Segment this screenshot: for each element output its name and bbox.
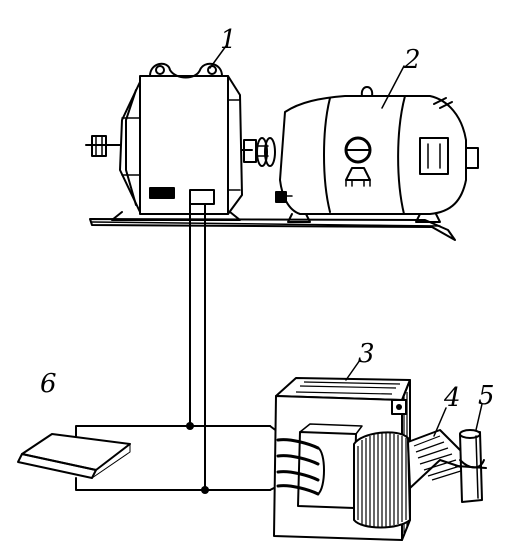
base-plate	[89, 218, 456, 241]
label-bus-bar: 4	[443, 383, 461, 413]
label-transformer: 3	[358, 339, 375, 369]
junction-dot-top	[186, 422, 194, 430]
label-plate: 6	[40, 369, 57, 399]
circuit-wires	[75, 422, 279, 494]
label-generator: 1	[220, 25, 237, 55]
generator	[85, 62, 276, 221]
generator-wires	[189, 203, 206, 491]
electrode-rod	[455, 429, 487, 503]
leader-lines	[209, 45, 483, 437]
label-motor: 2	[403, 45, 421, 75]
label-electrode: 5	[478, 381, 495, 411]
motor	[275, 86, 479, 223]
plate-sample	[17, 433, 131, 479]
transformer	[273, 377, 411, 541]
junction-dot-bottom	[201, 486, 209, 494]
